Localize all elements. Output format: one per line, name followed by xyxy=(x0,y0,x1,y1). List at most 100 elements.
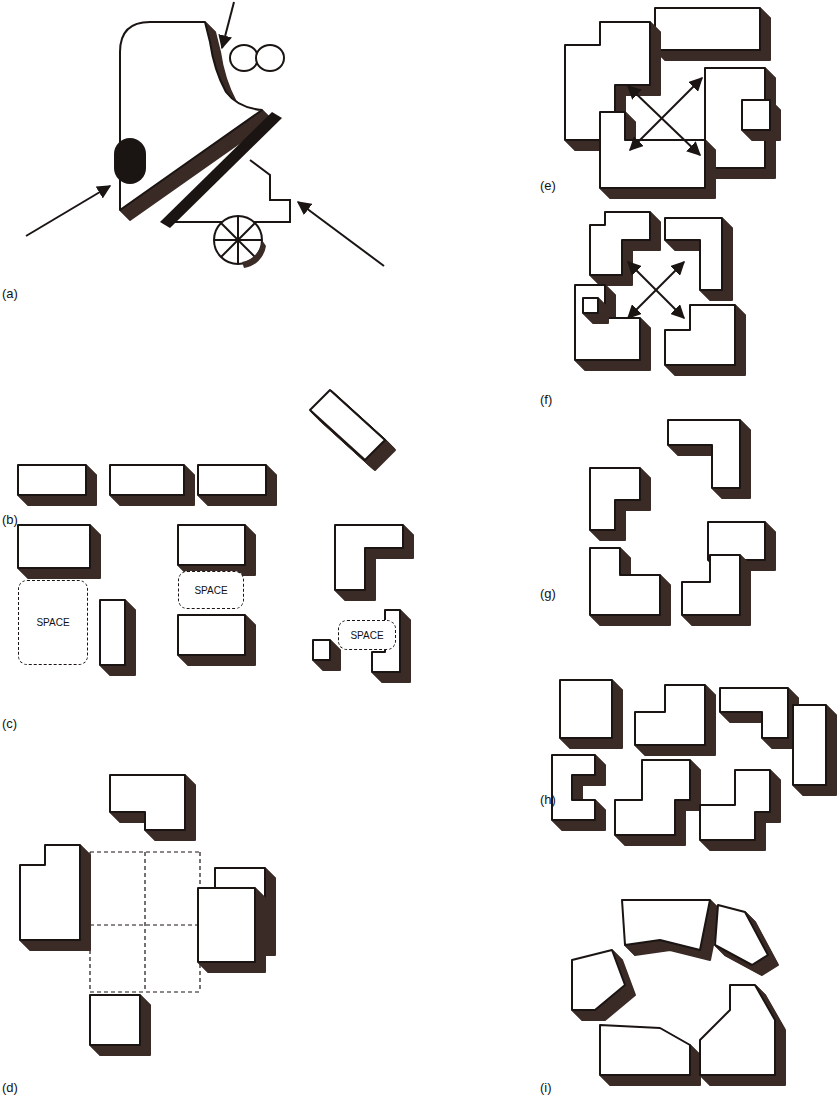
block-shadow xyxy=(636,686,706,746)
figure-g xyxy=(590,420,775,625)
building-block xyxy=(18,525,90,568)
block-shadow xyxy=(591,549,661,616)
figure-letter: (f) xyxy=(540,392,552,407)
building-block xyxy=(600,1025,690,1075)
building-block xyxy=(600,112,705,188)
building-block xyxy=(682,555,740,615)
building-block xyxy=(20,845,80,940)
block-shadow xyxy=(561,681,613,739)
figure-letter: (d) xyxy=(2,1080,18,1095)
arrow-line xyxy=(222,2,234,48)
figure-letter: (a) xyxy=(2,286,18,301)
block-shadow xyxy=(591,213,651,276)
block-shadow xyxy=(716,906,769,966)
building-block xyxy=(313,640,330,660)
arrow-line xyxy=(630,78,702,150)
building-block xyxy=(700,770,770,840)
block-shadow xyxy=(19,466,87,496)
block-shadow xyxy=(623,901,711,951)
building-block xyxy=(178,615,245,655)
figure-b xyxy=(18,390,395,505)
space-label: SPACE xyxy=(36,617,69,628)
arrow-line xyxy=(628,262,684,318)
building-block xyxy=(742,100,770,130)
block-shadow xyxy=(601,113,706,189)
building-block xyxy=(583,298,598,313)
block-shadow xyxy=(576,286,641,361)
figure-d xyxy=(20,775,275,1055)
block-shadow xyxy=(616,761,691,836)
building-block xyxy=(90,995,140,1045)
building-block xyxy=(590,548,660,615)
drawing-part xyxy=(114,138,146,184)
block-shadow xyxy=(584,299,599,314)
building-block xyxy=(560,680,612,738)
block-shadow xyxy=(111,466,185,496)
building-block xyxy=(335,525,403,590)
building-block xyxy=(198,465,266,495)
drawing-part xyxy=(230,45,258,71)
building-block xyxy=(575,285,640,360)
building-block xyxy=(100,600,125,665)
building-block xyxy=(178,525,245,565)
building-block xyxy=(18,465,86,495)
block-shadow xyxy=(666,306,736,366)
block-shadow xyxy=(199,889,256,963)
figure-a xyxy=(26,2,384,268)
figure-letter: (i) xyxy=(540,1080,552,1095)
arrow-line xyxy=(628,262,684,318)
block-shadow xyxy=(311,391,386,461)
figure-letter: (h) xyxy=(540,792,556,807)
arrow-line xyxy=(298,202,384,266)
building-block xyxy=(310,390,385,460)
block-shadow xyxy=(111,776,186,831)
figure-letter: (g) xyxy=(540,586,556,601)
block-shadow xyxy=(19,526,91,569)
block-shadow xyxy=(91,996,141,1046)
building-block xyxy=(793,705,826,785)
figure-letter: (c) xyxy=(2,716,17,731)
figure-letter: (e) xyxy=(540,178,556,193)
block-shadow xyxy=(721,689,789,739)
building-block xyxy=(552,755,595,820)
arrow-line xyxy=(26,186,110,236)
building-block xyxy=(668,420,740,488)
building-block xyxy=(700,985,775,1075)
building-block xyxy=(635,685,705,745)
block-shadow xyxy=(199,466,267,496)
block-shadow xyxy=(179,526,246,566)
block-shadow xyxy=(683,556,741,616)
block-shadow xyxy=(121,23,263,211)
block-shadow xyxy=(21,846,81,941)
space-label: SPACE xyxy=(194,585,227,596)
building-block xyxy=(720,688,788,738)
block-shadow xyxy=(179,616,246,656)
building-block xyxy=(665,305,735,365)
block-shadow xyxy=(591,469,641,531)
drawing-part xyxy=(256,45,284,71)
block-shadow xyxy=(743,101,771,131)
block-shadow xyxy=(669,421,741,489)
block-shadow xyxy=(101,601,126,666)
building-block xyxy=(590,468,640,530)
figure-c xyxy=(18,525,413,682)
space-label: SPACE xyxy=(350,630,383,641)
block-shadow xyxy=(701,986,776,1076)
building-block xyxy=(110,465,184,495)
space-outline: SPACE xyxy=(338,620,396,650)
block-shadow xyxy=(656,9,761,51)
arrow-line xyxy=(628,86,700,155)
block-shadow xyxy=(573,951,626,1011)
block-shadow xyxy=(336,526,404,591)
space-outline: SPACE xyxy=(18,580,88,665)
block-shadow xyxy=(314,641,331,661)
block-shadow xyxy=(794,706,827,786)
building-block xyxy=(110,775,185,830)
figure-letter: (b) xyxy=(2,512,18,527)
building-block xyxy=(120,22,262,210)
figure-f xyxy=(575,212,745,375)
figure-h xyxy=(552,680,836,850)
building-block xyxy=(572,950,625,1010)
space-outline: SPACE xyxy=(178,571,244,609)
